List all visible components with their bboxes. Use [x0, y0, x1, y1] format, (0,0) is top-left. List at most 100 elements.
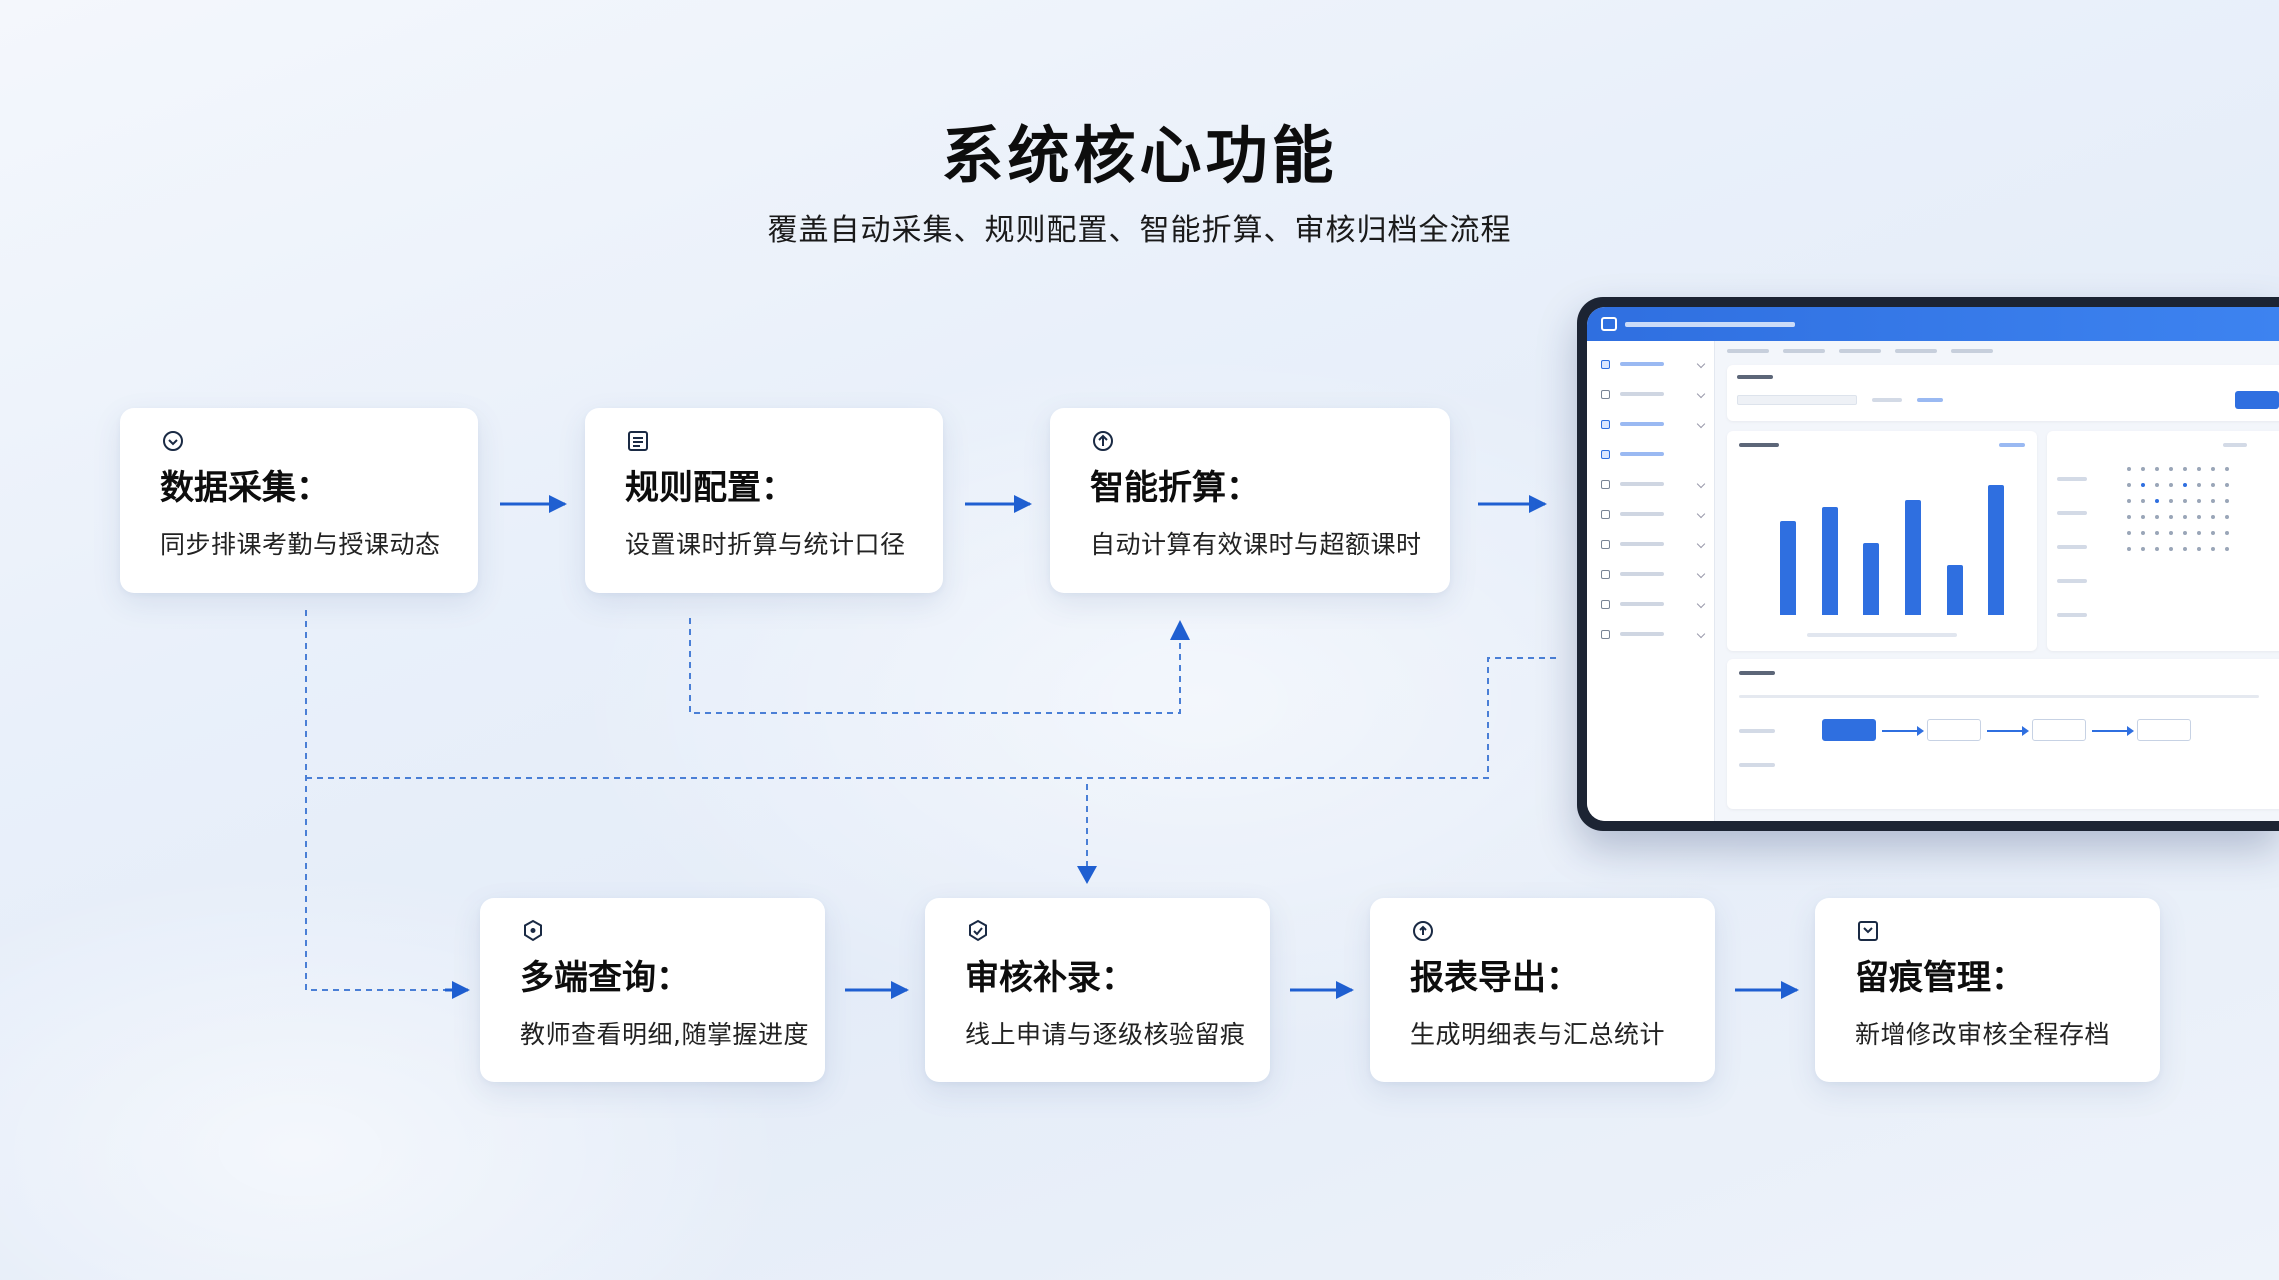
row-label: [2057, 545, 2087, 549]
workflow-step[interactable]: [1927, 719, 1981, 741]
sidebar-item[interactable]: [1587, 499, 1714, 529]
matrix-dot: [2155, 515, 2159, 519]
sidebar-item[interactable]: [1587, 559, 1714, 589]
sidebar-item[interactable]: [1587, 439, 1714, 469]
menu-icon: [1601, 479, 1610, 489]
matrix-dot: [2127, 499, 2131, 503]
card-title: 报表导出：: [1410, 958, 1580, 998]
filter-option[interactable]: [1872, 398, 1902, 402]
card-rule-config[interactable]: 规则配置： 设置课时折算与统计口径: [585, 408, 943, 593]
list-document-icon: [628, 431, 648, 451]
chevron-down-icon: [1696, 629, 1706, 639]
matrix-dot: [2225, 467, 2229, 471]
chevron-circle-icon: [163, 431, 183, 451]
matrix-dot: [2211, 499, 2215, 503]
matrix-dot: [2155, 499, 2159, 503]
panel-link[interactable]: [1999, 443, 2025, 447]
sidebar-item[interactable]: [1587, 529, 1714, 559]
panel-title-placeholder: [1739, 671, 1775, 675]
card-smart-conversion[interactable]: 智能折算： 自动计算有效课时与超额课时: [1050, 408, 1450, 593]
menu-icon: [1601, 539, 1610, 549]
dashboard-tablet-mockup: [1577, 297, 2279, 831]
matrix-dot: [2169, 531, 2173, 535]
matrix-dot: [2141, 467, 2145, 471]
card-desc: 新增修改审核全程存档: [1855, 1020, 2111, 1049]
card-report-export[interactable]: 报表导出： 生成明细表与汇总统计: [1370, 898, 1715, 1082]
workflow-step[interactable]: [2032, 719, 2086, 741]
matrix-dot: [2155, 483, 2159, 487]
card-desc: 生成明细表与汇总统计: [1410, 1020, 1666, 1049]
connector-2-to-3: [689, 618, 1181, 714]
matrix-dot: [2197, 483, 2201, 487]
row-label: [2057, 477, 2087, 481]
app-logo-icon: [1601, 317, 1617, 331]
filter-panel: [1727, 365, 2279, 421]
row-label: [2057, 511, 2087, 515]
sidebar-item[interactable]: [1587, 409, 1714, 439]
sidebar-item[interactable]: [1587, 379, 1714, 409]
matrix-dot: [2211, 531, 2215, 535]
export-circle-icon: [1413, 921, 1433, 941]
query-button[interactable]: [2235, 391, 2279, 409]
menu-icon: [1601, 509, 1610, 519]
panel-link[interactable]: [2223, 443, 2247, 447]
sidebar-item[interactable]: [1587, 469, 1714, 499]
card-title: 审核补录：: [965, 958, 1135, 998]
workflow-arrow: [1882, 726, 1924, 736]
matrix-dot: [2183, 499, 2187, 503]
card-desc: 设置课时折算与统计口径: [625, 530, 906, 559]
sidebar-item[interactable]: [1587, 349, 1714, 379]
matrix-dot: [2211, 483, 2215, 487]
bar-chart-bar: [1988, 485, 2005, 615]
card-data-collection[interactable]: 数据采集： 同步排课考勤与授课动态: [120, 408, 478, 593]
appbar-title-placeholder: [1625, 321, 1795, 327]
sidebar-item[interactable]: [1587, 619, 1714, 649]
matrix-dot: [2127, 531, 2131, 535]
chevron-down-icon: [1696, 419, 1706, 429]
matrix-dot: [2183, 515, 2187, 519]
matrix-dot: [2127, 483, 2131, 487]
matrix-dot: [2197, 515, 2201, 519]
matrix-dot: [2197, 467, 2201, 471]
filter-input[interactable]: [1737, 395, 1857, 405]
matrix-dot: [2141, 515, 2145, 519]
chevron-down-icon: [1696, 479, 1706, 489]
card-trace-management[interactable]: 留痕管理： 新增修改审核全程存档: [1815, 898, 2160, 1082]
refresh-circle-icon: [1093, 431, 1113, 451]
matrix-dot: [2141, 499, 2145, 503]
matrix-dot: [2127, 467, 2131, 471]
row-label: [1739, 729, 1775, 733]
menu-icon: [1601, 449, 1610, 459]
matrix-dot: [2197, 499, 2201, 503]
matrix-dot: [2155, 467, 2159, 471]
page-subtitle: 覆盖自动采集、规则配置、智能折算、审核归档全流程: [767, 213, 1512, 248]
matrix-dot: [2225, 515, 2229, 519]
matrix-dot: [2211, 467, 2215, 471]
workflow-step[interactable]: [2137, 719, 2191, 741]
matrix-dot: [2211, 547, 2215, 551]
chevron-down-icon: [1696, 509, 1706, 519]
workflow-header: [1739, 695, 2259, 698]
matrix-dot: [2211, 515, 2215, 519]
filter-link[interactable]: [1917, 398, 1943, 402]
bar-chart-bar: [1904, 499, 1921, 615]
hexagon-shield-icon: [524, 919, 542, 942]
menu-icon: [1601, 359, 1610, 369]
row-label: [1739, 763, 1775, 767]
connector-1-to-4: [305, 610, 465, 991]
menu-icon: [1601, 419, 1610, 429]
workflow-step-active[interactable]: [1822, 719, 1876, 741]
row-label: [2057, 613, 2087, 617]
sidebar-item[interactable]: [1587, 589, 1714, 619]
page-title: 系统核心功能: [941, 119, 1338, 192]
card-desc: 线上申请与逐级核验留痕: [965, 1020, 1246, 1049]
card-review-supplement[interactable]: 审核补录： 线上申请与逐级核验留痕: [925, 898, 1270, 1082]
matrix-dot: [2141, 483, 2145, 487]
dashboard-screen: [1587, 307, 2279, 821]
matrix-dot: [2169, 467, 2173, 471]
archive-box-icon: [1858, 921, 1878, 941]
bar-chart-bar: [1779, 521, 1796, 615]
matrix-dot: [2197, 531, 2201, 535]
card-multi-query[interactable]: 多端查询： 教师查看明细,随掌握进度: [480, 898, 825, 1082]
matrix-dot: [2169, 499, 2173, 503]
